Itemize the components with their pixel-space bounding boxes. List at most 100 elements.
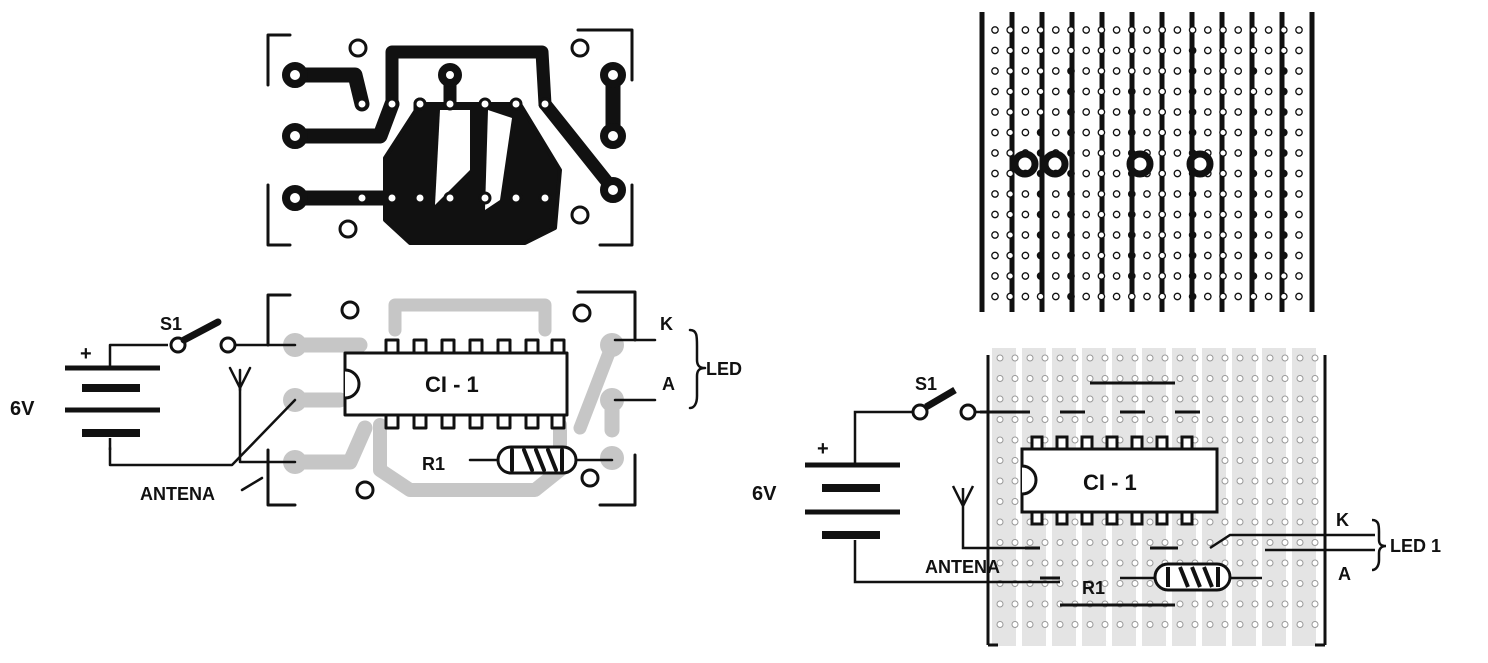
strip-hole <box>1011 457 1019 464</box>
pcb-copper-layout <box>266 28 634 247</box>
strip-hole <box>1221 600 1229 608</box>
pcb-component-side <box>65 290 707 507</box>
strip-hole <box>1071 395 1079 403</box>
strip-hole <box>1234 67 1243 75</box>
strip-hole <box>1021 190 1030 198</box>
strip-hole <box>1234 108 1243 116</box>
strip-hole <box>1188 251 1197 260</box>
strip-hole <box>1295 190 1303 198</box>
strip-hole <box>1279 67 1288 75</box>
strip-hole <box>1281 477 1289 485</box>
strip-hole <box>1067 272 1075 280</box>
strip-hole <box>1295 87 1303 96</box>
strip-hole <box>1006 67 1015 75</box>
strip-hole <box>1234 87 1243 96</box>
strip-shade <box>1292 348 1316 646</box>
strip-hole <box>1067 149 1075 157</box>
strip-hole <box>1203 231 1212 239</box>
strip-hole <box>1279 251 1288 260</box>
strip-hole <box>1011 477 1019 485</box>
strip-hole <box>1266 518 1274 526</box>
strip-hole <box>1097 292 1106 301</box>
strip-hole <box>1176 539 1184 546</box>
strip-hole <box>991 128 999 137</box>
strip-hole <box>1131 539 1139 546</box>
strip-hole <box>1173 26 1182 34</box>
strip-hole <box>1296 354 1304 362</box>
strip-hole <box>1219 87 1227 96</box>
strip-hole <box>1082 67 1091 75</box>
strip-hole <box>996 498 1004 505</box>
strip-hole <box>1112 108 1121 116</box>
strip-hole <box>1203 272 1212 280</box>
strip-hole <box>1067 292 1075 301</box>
strip-hole <box>1264 251 1273 260</box>
strip-hole <box>1219 128 1227 137</box>
strip-hole <box>1236 354 1244 362</box>
strip-hole <box>1173 272 1182 280</box>
strip-hole <box>996 416 1004 423</box>
strip-hole <box>1146 580 1154 587</box>
strip-hole <box>1006 169 1015 178</box>
strip-hole <box>1251 518 1259 526</box>
strip-hole <box>1161 621 1169 628</box>
strip-hole <box>1143 292 1151 301</box>
strip-hole <box>1251 600 1259 608</box>
strip-hole <box>1006 108 1015 116</box>
strip-hole <box>1051 251 1060 260</box>
strip-hole <box>1266 621 1274 628</box>
strip-hole <box>1251 457 1259 464</box>
strip-hole <box>1236 457 1244 464</box>
strip-hole <box>1082 108 1091 116</box>
strip-hole <box>1279 26 1288 34</box>
strip-hole <box>1143 46 1151 55</box>
strip-hole <box>1234 210 1243 219</box>
strip-hole <box>1219 210 1227 219</box>
strip-hole <box>1021 272 1030 280</box>
strip-hole <box>1158 190 1167 198</box>
strip-hole <box>1071 621 1079 628</box>
strip-hole <box>1101 354 1109 362</box>
strip-hole <box>1296 395 1304 403</box>
strip-hole <box>1097 87 1106 96</box>
strip-hole <box>1097 46 1106 55</box>
strip-hole <box>1112 26 1121 34</box>
strip-hole <box>1191 600 1199 608</box>
strip-hole <box>1161 395 1169 403</box>
strip-hole <box>1067 67 1075 75</box>
strip-hole <box>1279 210 1288 219</box>
strip-hole <box>1219 272 1227 280</box>
strip-hole <box>1266 498 1274 505</box>
strip-hole <box>1146 621 1154 628</box>
strip-hole <box>1221 416 1229 423</box>
strip-hole <box>1006 292 1015 301</box>
strip-hole <box>1206 600 1214 608</box>
strip-hole <box>1097 169 1106 178</box>
strip-hole <box>1236 416 1244 423</box>
strip-hole <box>1026 395 1034 403</box>
strip-hole <box>991 292 999 301</box>
strip-hole <box>1097 108 1106 116</box>
strip-hole <box>1191 416 1199 423</box>
strip-hole <box>1071 559 1079 567</box>
strip-hole <box>1251 580 1259 587</box>
strip-hole <box>1026 559 1034 567</box>
strip-hole <box>1082 169 1091 178</box>
strip-hole <box>1026 416 1034 423</box>
strip-hole <box>1279 46 1288 55</box>
strip-hole <box>1112 169 1121 178</box>
strip-hole <box>1219 26 1227 34</box>
strip-hole <box>1295 26 1303 34</box>
strip-hole <box>1296 539 1304 546</box>
strip-hole <box>1158 67 1167 75</box>
strip-hole <box>1295 292 1303 301</box>
strip-hole <box>1296 457 1304 464</box>
strip-hole <box>1188 26 1197 34</box>
strip-hole <box>1311 457 1319 464</box>
strip-hole <box>1036 26 1045 34</box>
strip-hole <box>1082 149 1091 157</box>
strip-hole <box>1082 292 1091 301</box>
strip-shade <box>1232 348 1256 646</box>
strip-hole <box>1067 108 1075 116</box>
strip-hole <box>1131 375 1139 382</box>
